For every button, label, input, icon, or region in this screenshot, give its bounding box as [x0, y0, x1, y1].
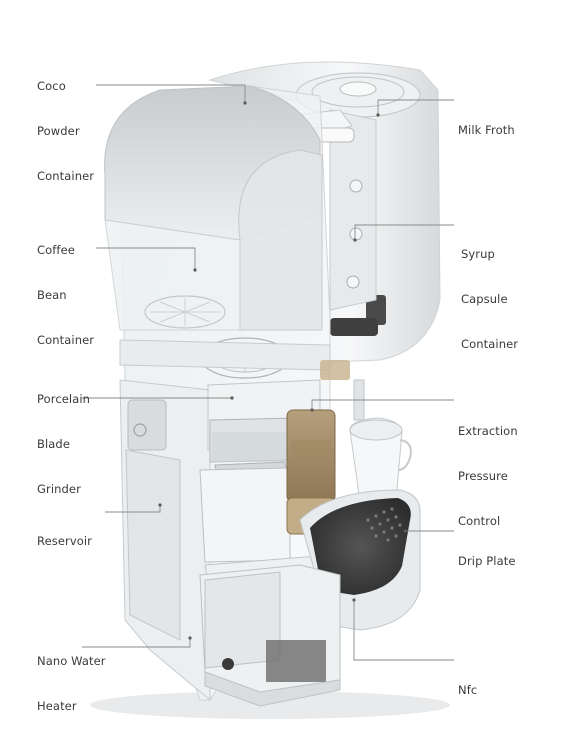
label-line: Blade	[37, 437, 71, 451]
leader-syrup	[354, 224, 454, 240]
label-nano-water-heater: Nano Water Heater	[37, 624, 106, 744]
label-line: Grinder	[37, 482, 81, 496]
label-line: Coffee	[37, 243, 75, 257]
label-line: Container	[37, 333, 95, 347]
label-line: Capsule	[461, 292, 508, 306]
label-porcelain-blade-grinder: Porcelain Blade Grinder	[37, 362, 90, 527]
leader-milk-froth	[377, 99, 454, 115]
label-line: Porcelain	[37, 392, 91, 406]
leader-nfc	[353, 600, 454, 661]
label-extraction-pressure-control: Extraction Pressure Control	[458, 394, 518, 559]
leader-coco-powder	[96, 84, 246, 103]
leader-reservoir	[105, 505, 161, 513]
label-coco-powder-container: Coco Powder Container	[37, 49, 94, 214]
label-line: Container	[37, 169, 95, 183]
label-nfc: Nfc	[458, 653, 477, 728]
label-line: Nfc	[458, 683, 478, 697]
leader-endpoints	[158, 101, 407, 640]
label-milk-froth: Milk Froth	[458, 93, 515, 168]
label-line: Reservoir	[37, 534, 93, 548]
leader-coffee-bean	[96, 247, 196, 270]
drip-holes	[366, 507, 402, 542]
water-heater-unit	[199, 564, 341, 707]
coffee-cup	[349, 379, 412, 507]
leader-lines	[82, 84, 454, 661]
label-line: Syrup	[461, 247, 495, 261]
label-syrup-capsule-container: Syrup Capsule Container	[461, 217, 518, 382]
bean-dispenser-1	[144, 295, 226, 329]
lower-body	[119, 379, 211, 702]
label-line: Nano Water	[37, 654, 106, 668]
label-coffee-bean-container: Coffee Bean Container	[37, 213, 94, 378]
label-line: Control	[458, 514, 501, 528]
label-line: Heater	[37, 699, 77, 713]
label-line: Pressure	[458, 469, 508, 483]
label-line: Coco	[37, 79, 66, 93]
reservoir-tank	[125, 449, 181, 641]
label-reservoir: Reservoir	[37, 504, 92, 579]
label-line: Powder	[37, 124, 80, 138]
leader-extraction	[311, 399, 454, 410]
label-drip-plate: Drip Plate	[458, 524, 516, 599]
label-line: Bean	[37, 288, 67, 302]
label-line: Milk Froth	[458, 123, 515, 137]
floor-shadow	[90, 691, 450, 719]
leader-heater	[82, 638, 191, 648]
label-line: Container	[461, 337, 519, 351]
label-line: Drip Plate	[458, 554, 516, 568]
label-line: Extraction	[458, 424, 518, 438]
